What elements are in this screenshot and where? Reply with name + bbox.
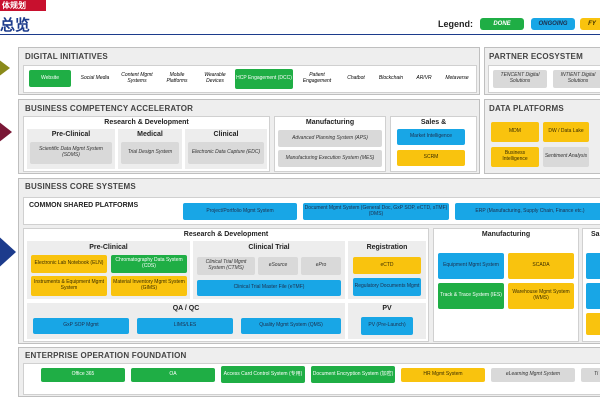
top-tag: 体规划 xyxy=(0,0,46,11)
aps-box: Advanced Planning System (APS) xyxy=(278,130,382,147)
core-sales-box-2 xyxy=(586,283,600,309)
mdm-box: MDM xyxy=(491,122,539,142)
eln-box: Electronic Lab Notebook (ELN) xyxy=(31,255,107,273)
qms-box: Quality Mgmt System (QMS) xyxy=(241,318,341,334)
instruments-box: Instruments & Equipment Mgmt System xyxy=(31,276,107,296)
office365-box: Office 365 xyxy=(41,368,125,382)
wearable-devices-box: Wearable Devices xyxy=(204,71,226,84)
hcp-engagement-box: HCP Engagement (DCC) xyxy=(235,69,293,89)
bca-sales-title: Sales & xyxy=(420,119,447,126)
trial-design-box: Trial Design System xyxy=(121,142,179,164)
core-rd-title: Research & Development xyxy=(183,231,269,238)
cds-box: Chromatography Data System (CDS) xyxy=(111,255,187,273)
ectd-box: eCTD xyxy=(353,257,421,274)
edc-box: Electronic Data Capture (EDC) xyxy=(188,142,264,164)
gims-box: Material Inventory Mgmt System (GIMS) xyxy=(111,276,187,296)
bca-title: BUSINESS COMPETENCY ACCELERATOR xyxy=(25,104,194,113)
pv-prelaunch-box: PV (Pre-Launch) xyxy=(361,317,413,335)
partner-ecosystem-title: PARTNER ECOSYSTEM xyxy=(489,52,583,61)
mes-box: Manufacturing Execution System (MES) xyxy=(278,150,382,167)
erp-box: ERP (Manufacturing, Supply Chain, Financ… xyxy=(455,203,600,220)
core-systems-title: BUSINESS CORE SYSTEMS xyxy=(25,182,136,191)
market-intelligence-box: Market Intelligence xyxy=(397,129,465,145)
website-box: Website xyxy=(29,70,71,87)
elearning-box: eLearning Mgmt System xyxy=(491,368,575,382)
bca-preclinical-title: Pre-Clinical xyxy=(51,131,91,138)
blockchain-box: Blockchain xyxy=(378,74,404,81)
ctms-box: Clinical Trial Mgmt System (CTMS) xyxy=(197,257,255,275)
pv-title: PV xyxy=(382,305,392,312)
track-trace-box: Track & Trace System (IES) xyxy=(438,283,504,309)
doc-encryption-box: Document Encryption System (加密) xyxy=(311,366,395,383)
partner-ecosystem-section: PARTNER ECOSYSTEM TENCENT Digital Soluti… xyxy=(484,47,600,95)
content-mgmt-box: Content Mgmt Systems xyxy=(121,71,153,84)
core-preclinical-title: Pre-Clinical xyxy=(89,244,128,251)
scrm-box: SCRM xyxy=(397,150,465,166)
bca-rd-title: Research & Development xyxy=(104,119,189,126)
page-title: 总览 xyxy=(0,17,31,34)
dms-box: Document Mgmt System (General Doc, GxP S… xyxy=(303,203,449,220)
legend-done: DONE xyxy=(480,18,524,30)
legend-label: Legend: xyxy=(438,19,473,29)
regulatory-docs-box: Regulatory Documents Mgmt xyxy=(353,278,421,296)
dw-data-lake-box: DW / Data Lake xyxy=(543,122,589,142)
business-intelligence-box: Business Intelligence xyxy=(491,147,539,167)
legend-fy: FY xyxy=(580,18,600,30)
etmf-box: Clinical Trial Master File (eTMF) xyxy=(197,280,341,296)
hr-mgmt-box: HR Mgmt System xyxy=(401,368,485,382)
social-media-box: Social Media xyxy=(80,74,110,81)
data-platforms-section: DATA PLATFORMS MDM DW / Data Lake Busine… xyxy=(484,99,600,174)
sdms-box: Scientific Data Mgmt System (SDMS) xyxy=(30,142,112,164)
digital-initiatives-title: DIGITAL INITIATIVES xyxy=(25,52,108,61)
eof-title: ENTERPRISE OPERATION FOUNDATION xyxy=(25,351,187,360)
patient-engagement-box: Patient Engagement xyxy=(302,71,332,84)
core-sales-box-1 xyxy=(586,253,600,279)
scada-box: SCADA xyxy=(508,253,574,279)
core-systems-section: BUSINESS CORE SYSTEMS COMMON SHARED PLAT… xyxy=(18,178,600,344)
arvr-box: AR/VR xyxy=(416,74,432,81)
eof-cropped-box: Ti xyxy=(581,368,600,382)
bca-manufacturing-title: Manufacturing xyxy=(305,119,355,126)
chatbot-box: Chatbot xyxy=(347,74,365,81)
arrow-digital-icon xyxy=(0,56,10,80)
csp-title: COMMON SHARED PLATFORMS xyxy=(29,202,139,209)
lims-box: LIMS/LES xyxy=(137,318,233,334)
arrow-bca-icon xyxy=(0,118,12,146)
epro-box: ePro xyxy=(301,257,341,275)
esource-box: eSource xyxy=(258,257,298,275)
mobile-platforms-box: Mobile Platforms xyxy=(166,71,188,84)
qaqc-title: QA / QC xyxy=(172,305,200,312)
equipment-mgmt-box: Equipment Mgmt System xyxy=(438,253,504,279)
core-sales-box-3 xyxy=(586,313,600,335)
registration-title: Registration xyxy=(366,244,408,251)
oa-box: OA xyxy=(131,368,215,382)
gxp-sop-box: GxP SOP Mgmt xyxy=(33,318,129,334)
intient-box: INTIENT Digital Solutions xyxy=(553,70,600,88)
tencent-box: TENCENT Digital Solutions xyxy=(493,70,547,88)
title-underline xyxy=(0,34,600,35)
arrow-core-icon xyxy=(0,232,16,272)
bca-section: BUSINESS COMPETENCY ACCELERATOR Research… xyxy=(18,99,480,174)
clinical-trial-title: Clinical Trial xyxy=(248,244,290,251)
data-platforms-title: DATA PLATFORMS xyxy=(489,104,564,113)
legend-ongoing: ONGOING xyxy=(531,18,575,30)
metaverse-box: Metaverse xyxy=(445,74,469,81)
digital-initiatives-section: DIGITAL INITIATIVES Website Social Media… xyxy=(18,47,480,95)
eof-section: ENTERPRISE OPERATION FOUNDATION Office 3… xyxy=(18,347,600,397)
bca-medical-title: Medical xyxy=(137,131,163,138)
project-portfolio-box: Project/Portfolio Mgmt System xyxy=(183,203,297,220)
core-sales-title: Sa xyxy=(591,231,600,238)
sentiment-analysis-box: Sentiment Analysis xyxy=(543,147,589,167)
bca-clinical-title: Clinical xyxy=(213,131,239,138)
wms-box: Warehouse Mgmt System (WMS) xyxy=(508,283,574,309)
access-card-box: Access Card Control System (专用) xyxy=(221,366,305,383)
core-manufacturing-title: Manufacturing xyxy=(481,231,531,238)
